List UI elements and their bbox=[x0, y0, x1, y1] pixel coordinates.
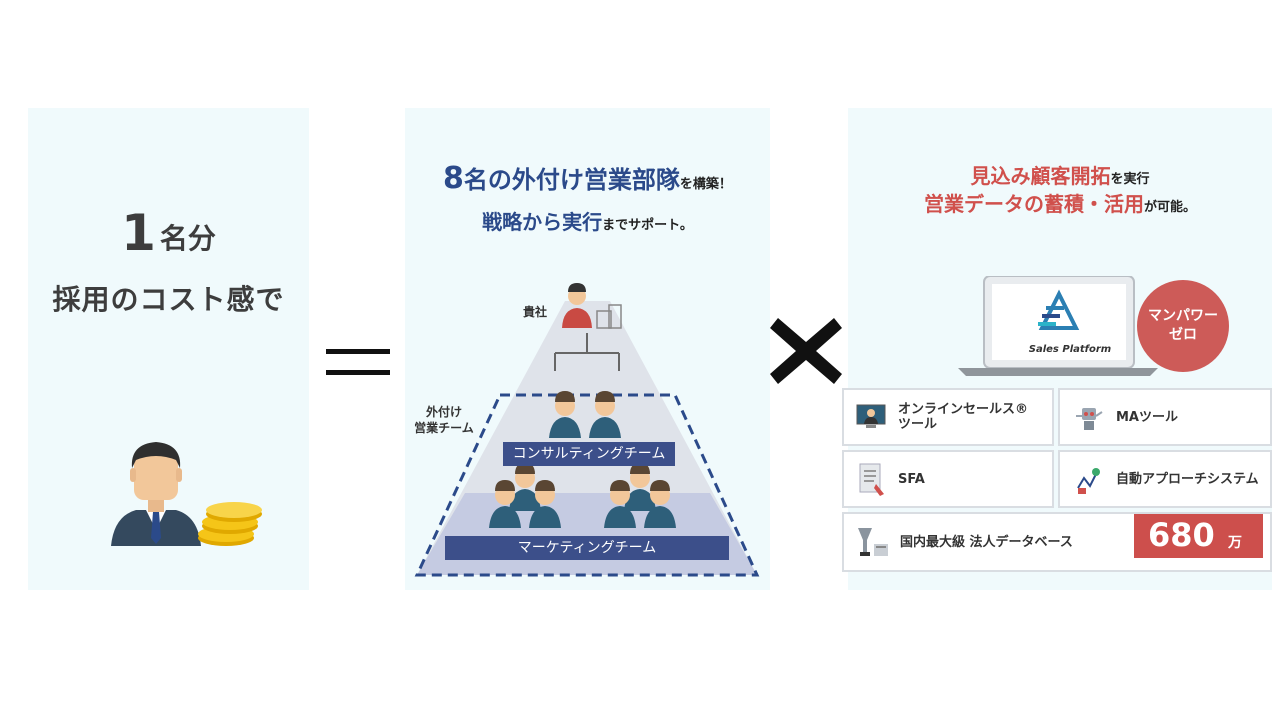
marketing-team-bar: マーケティングチーム bbox=[445, 536, 729, 560]
auto-approach-tile: 自動アプローチシステム bbox=[1058, 450, 1272, 508]
headcount-number: 1 bbox=[121, 204, 156, 262]
ma-tool-tile: MAツール bbox=[1058, 388, 1272, 446]
consulting-team-bar: コンサルティングチーム bbox=[503, 442, 675, 466]
auto-approach-icon bbox=[1077, 468, 1100, 494]
document-icon bbox=[859, 463, 884, 496]
client-label: 貴社 bbox=[522, 305, 547, 319]
platform-panel: 見込み顧客開拓を実行 営業データの蓄積・活用が可能。 Sales Platfor… bbox=[842, 108, 1272, 590]
team-panel: 8名の外付け営業部隊を構築！ 戦略から実行までサポート。 bbox=[405, 108, 770, 590]
database-label: 国内最大級 法人データベース bbox=[900, 535, 1073, 550]
robot-icon bbox=[1076, 408, 1103, 430]
database-count: 680 bbox=[1148, 516, 1215, 554]
team-subline: 戦略から実行までサポート。 bbox=[482, 210, 693, 234]
database-funnel-icon bbox=[858, 528, 888, 556]
times-icon bbox=[770, 318, 842, 384]
sfa-tile: SFA bbox=[842, 450, 1054, 508]
zero-manpower-badge: マンパワー ゼロ bbox=[1137, 280, 1229, 372]
auto-approach-label: 自動アプローチシステム bbox=[1116, 472, 1259, 487]
online-sales-label-2: ツール bbox=[898, 417, 938, 432]
monitor-icon bbox=[856, 404, 886, 428]
sfa-label: SFA bbox=[898, 472, 925, 487]
businessman-with-coins-icon bbox=[111, 442, 262, 546]
headcount-unit: 名分 bbox=[159, 222, 216, 255]
cost-subtitle: 採用のコスト感で bbox=[52, 283, 285, 316]
platform-headline-1: 見込み顧客開拓を実行 bbox=[970, 164, 1150, 188]
team-headline: 8名の外付け営業部隊を構築！ bbox=[443, 161, 732, 196]
database-count-badge: 680 万 bbox=[1134, 514, 1263, 558]
online-sales-tile: オンラインセールス® ツール bbox=[842, 388, 1054, 446]
external-team-label: 外付け 営業チーム bbox=[414, 405, 474, 435]
online-sales-label-1: オンラインセールス® bbox=[898, 402, 1029, 417]
ma-tool-label: MAツール bbox=[1116, 410, 1178, 425]
platform-headline-2: 営業データの蓄積・活用が可能。 bbox=[923, 192, 1196, 216]
equals-icon bbox=[326, 349, 390, 375]
platform-logo-text: Sales Platform bbox=[1028, 344, 1112, 355]
laptop-icon bbox=[958, 276, 1158, 376]
database-unit: 万 bbox=[1228, 535, 1242, 551]
